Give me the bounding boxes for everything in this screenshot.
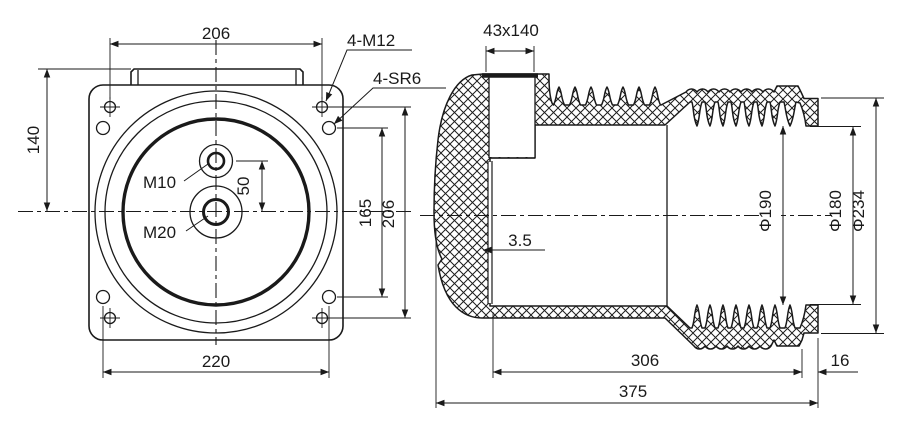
dim-label: Φ180 (826, 190, 845, 232)
sr6-hole (95, 289, 111, 305)
dim-rim-length: 16 (817, 351, 858, 376)
label-4-m12: 4-M12 (325, 31, 412, 102)
m12-hole (312, 97, 332, 117)
dim-label: 50 (234, 177, 253, 196)
dim-body-length: 306 (492, 312, 803, 378)
slot-void (489, 77, 535, 157)
dim-206-right: 206 (330, 106, 411, 319)
dim-label: 375 (619, 382, 647, 401)
wall-sliver-lines (487, 161, 493, 304)
dim-label: 220 (202, 352, 230, 371)
dim-220-bottom: 220 (102, 306, 330, 378)
m12-hole (100, 97, 120, 117)
dim-inner-dia: Φ190 (756, 125, 787, 306)
hole-label: M20 (143, 223, 176, 242)
dim-slot: 43x140 (483, 21, 539, 72)
dim-outer-dia: Φ234 (821, 97, 884, 334)
top-tab (130, 68, 304, 85)
hole-label: M10 (143, 173, 176, 192)
dim-140-left: 140 (24, 68, 131, 212)
dim-label: 140 (24, 126, 43, 154)
sr6-hole (321, 289, 337, 305)
sr6-holes (95, 120, 337, 305)
dim-50: 50 (234, 160, 268, 212)
callout-label: 4-M12 (347, 31, 395, 50)
dim-label: 206 (202, 24, 230, 43)
sr6-hole (321, 120, 337, 136)
dim-wall-thickness: 3.5 (482, 231, 545, 254)
dim-label: 3.5 (508, 231, 532, 250)
sr6-hole (95, 120, 111, 136)
m12-hole (312, 308, 332, 328)
label-4-sr6: 4-SR6 (333, 69, 446, 125)
dim-label: 165 (356, 199, 375, 227)
side-view: 43x140 3.5 Φ190 Φ180 Φ234 (420, 21, 884, 408)
dim-165-right: 165 (337, 127, 388, 298)
dim-label: 43x140 (483, 21, 539, 40)
dim-label: 206 (379, 200, 398, 228)
dim-label: Φ190 (756, 190, 775, 232)
slot-walls (488, 77, 536, 159)
dim-total-length: 375 (435, 228, 819, 408)
dim-label: 16 (831, 351, 850, 370)
label-m10: M10 (143, 163, 209, 192)
label-m20: M20 (143, 215, 209, 242)
dim-206-top: 206 (109, 24, 323, 99)
dim-mouth-dia: Φ180 (810, 126, 861, 305)
dim-label: Φ234 (849, 190, 868, 232)
front-view: 206 140 50 M10 M20 4-M12 (18, 24, 446, 378)
callout-label: 4-SR6 (373, 69, 421, 88)
dim-label: 306 (631, 351, 659, 370)
